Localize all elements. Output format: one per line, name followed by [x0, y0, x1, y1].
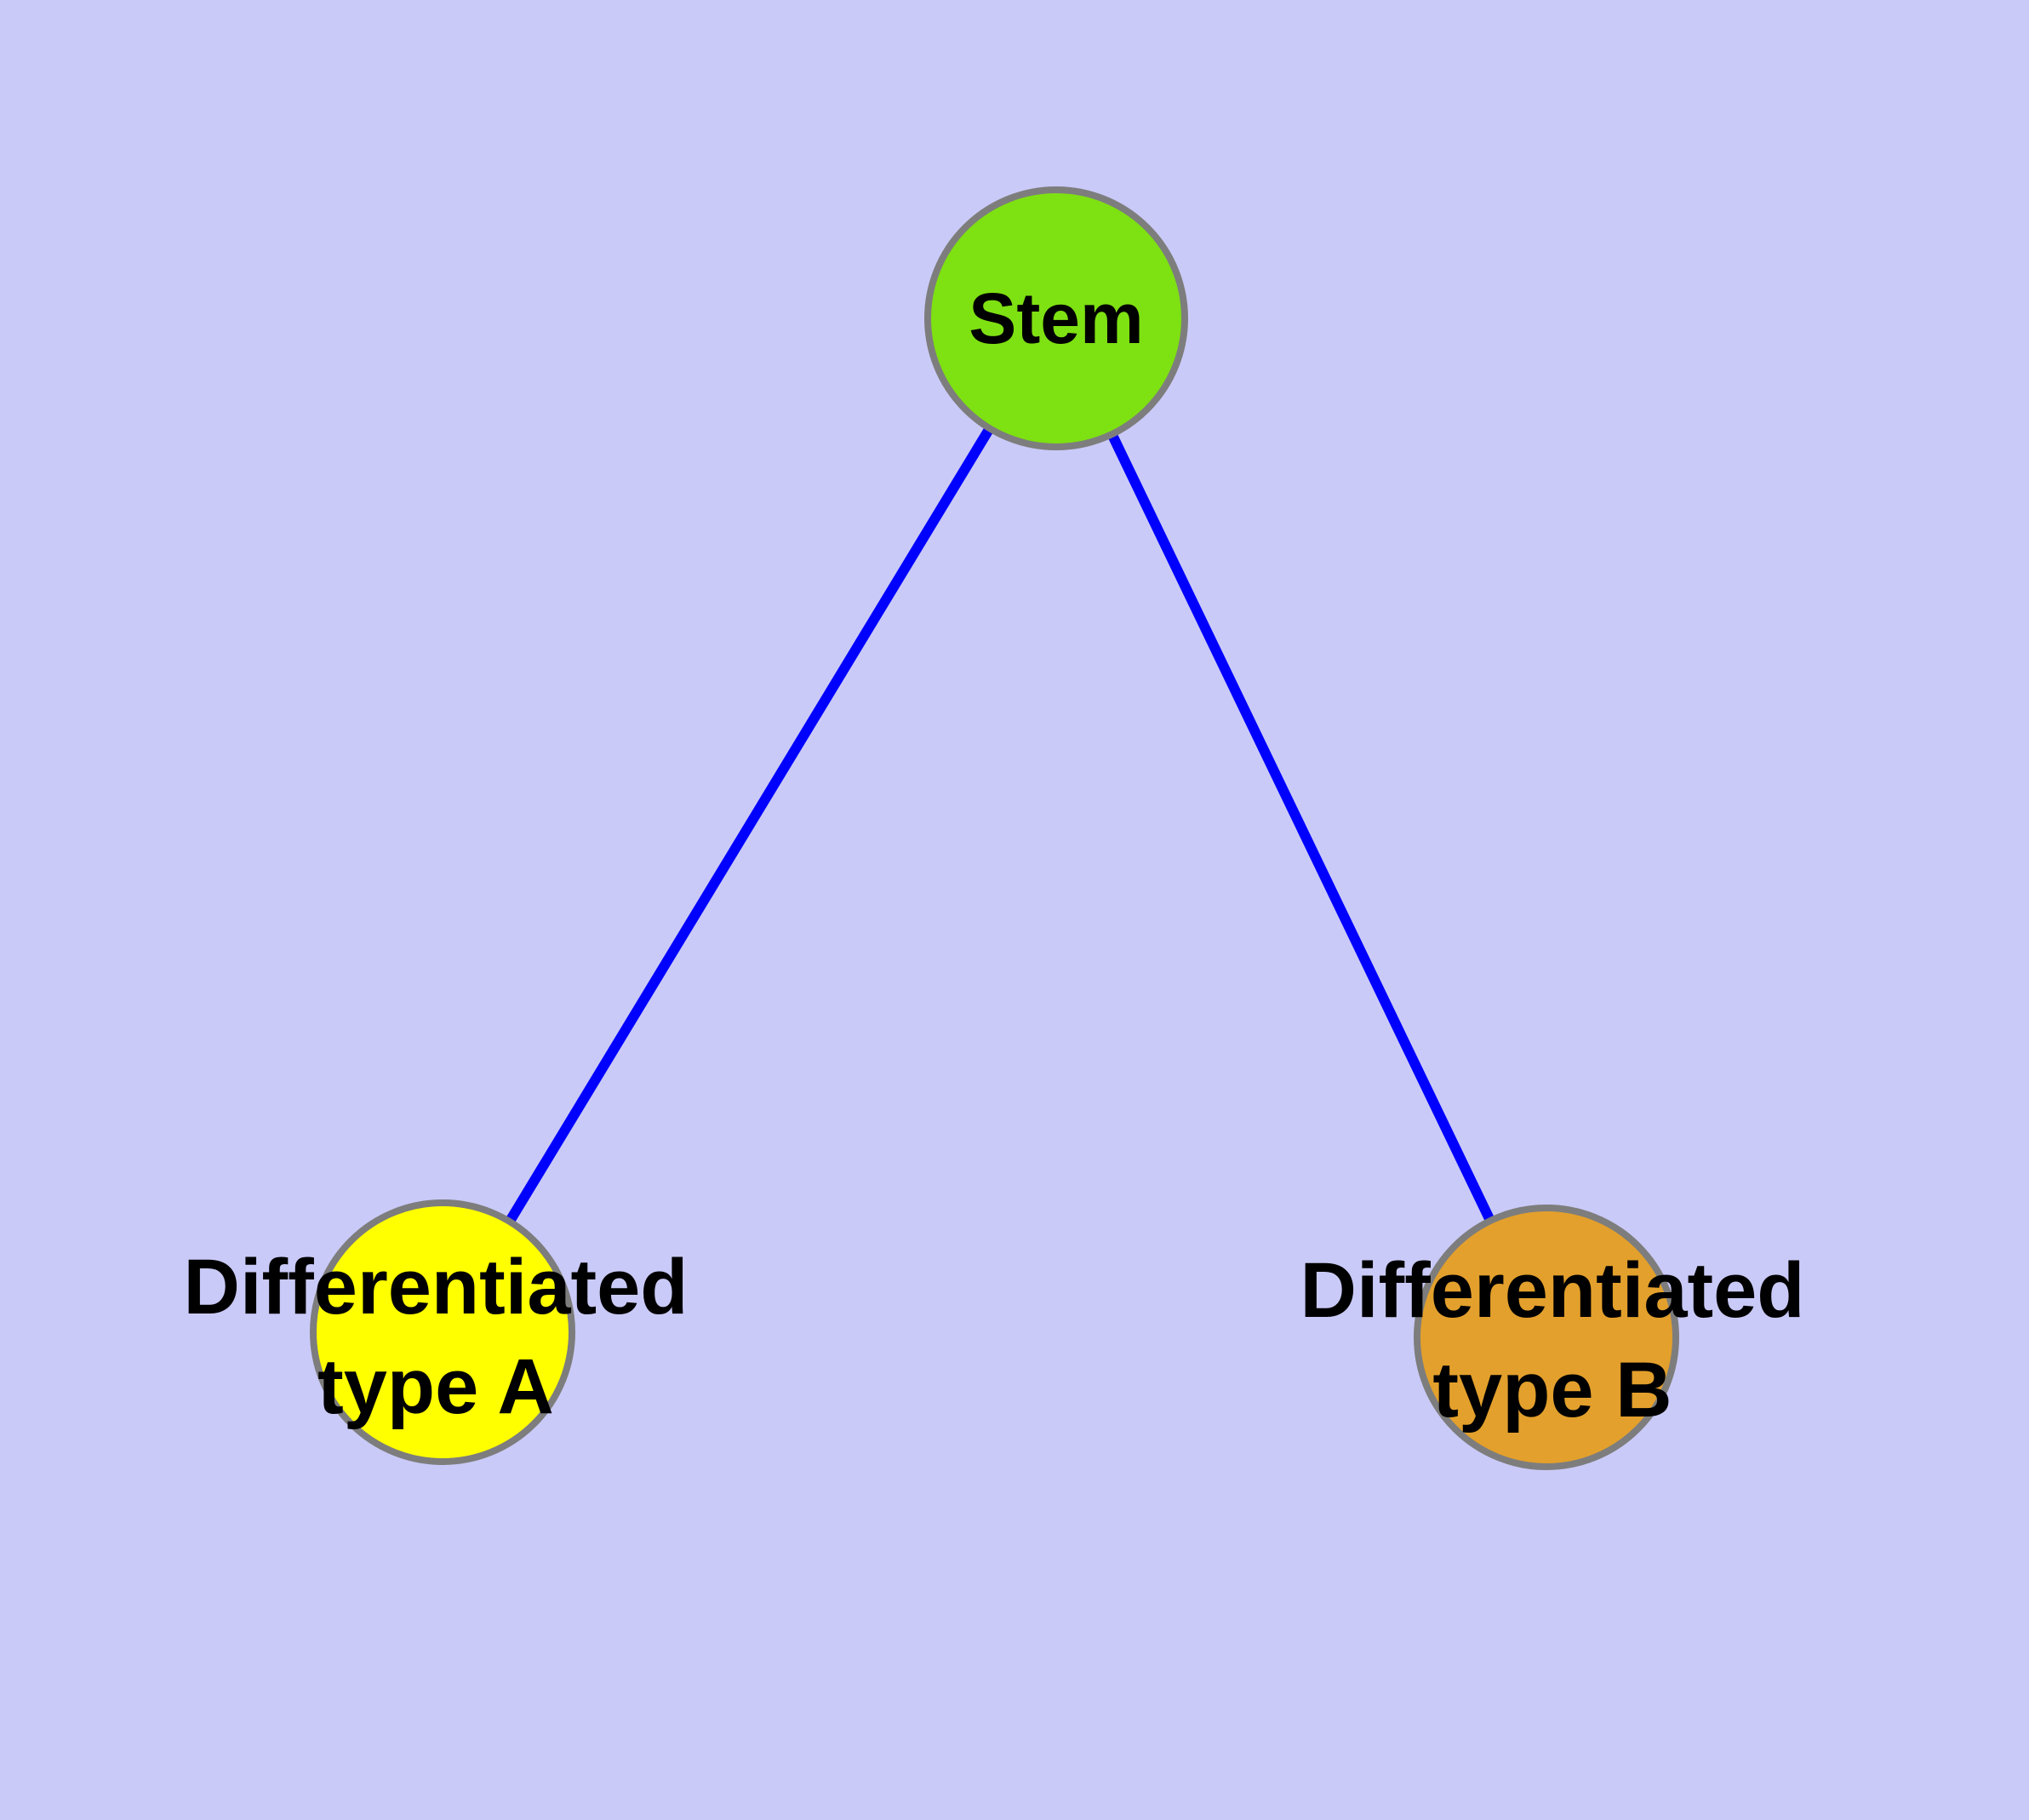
node-type-a-label-line1: Differentiated — [184, 1244, 689, 1331]
node-type-b-label-line1: Differentiated — [1300, 1247, 1805, 1334]
edge-group — [437, 315, 1552, 1340]
node-type-b-circle — [1414, 1205, 1679, 1470]
node-stem: Stem — [924, 186, 1188, 450]
edge-stem-to-type-b — [1051, 316, 1552, 1340]
node-stem-label: Stem — [969, 278, 1143, 358]
node-group: Stem Differentiated type A Differentiate… — [184, 186, 1805, 1470]
node-type-b-label-line2: type B — [1432, 1347, 1672, 1434]
node-differentiated-type-b: Differentiated type B — [1300, 1205, 1805, 1470]
node-differentiated-type-a: Differentiated type A — [184, 1199, 689, 1465]
edge-stem-to-type-a — [437, 315, 1061, 1336]
node-stem-circle — [924, 186, 1188, 450]
node-type-a-label-line2: type A — [317, 1343, 554, 1430]
node-type-a-circle — [310, 1199, 575, 1465]
